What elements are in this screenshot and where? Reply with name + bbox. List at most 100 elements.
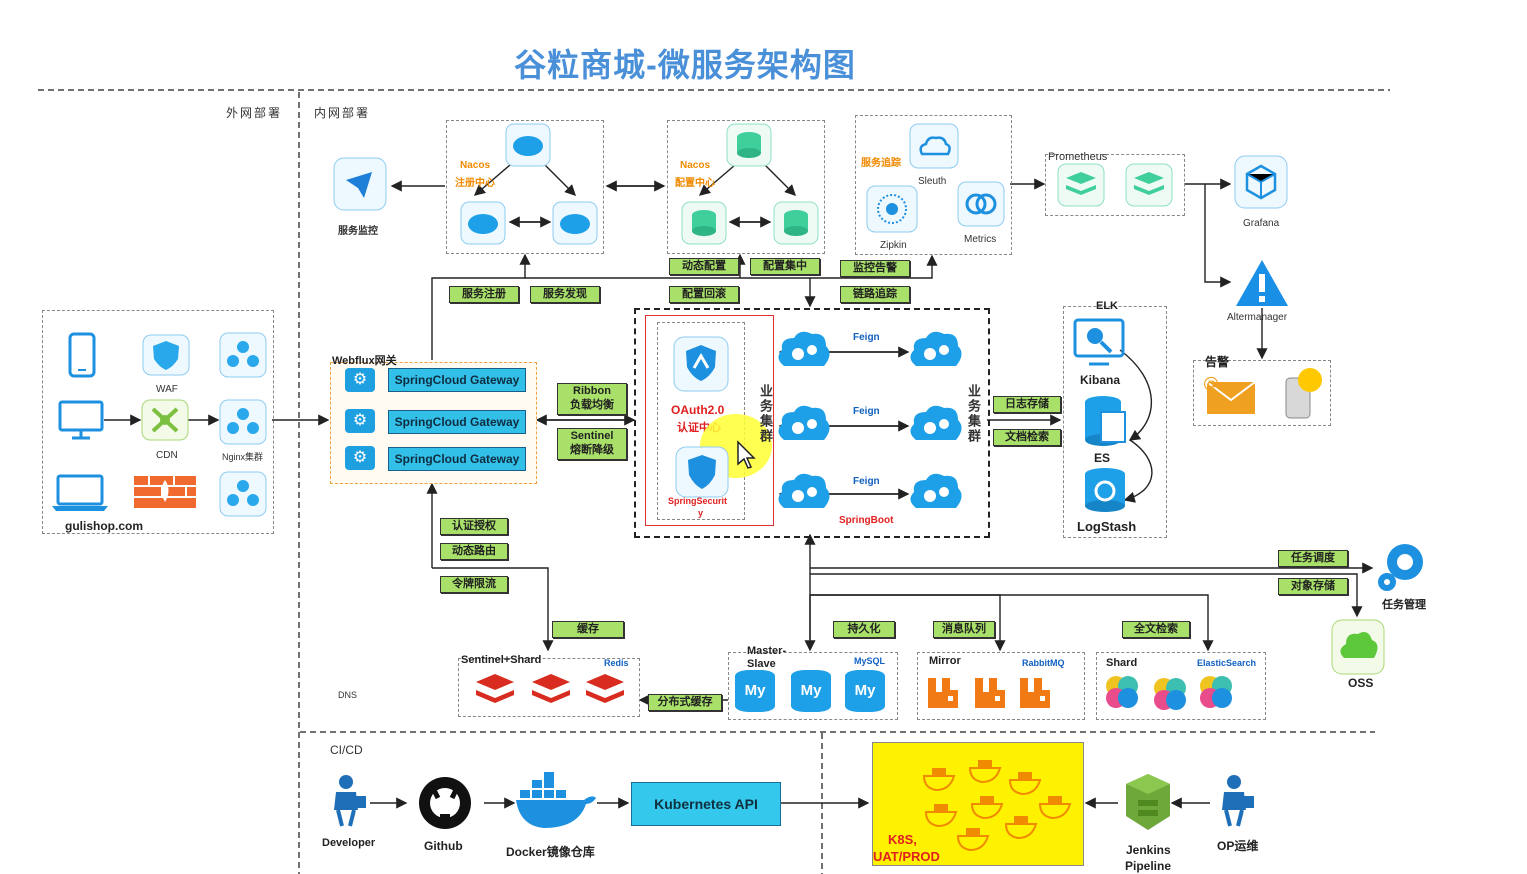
elk-label: ELK	[1096, 300, 1118, 312]
cluster-node-icon-3	[219, 471, 267, 517]
mysql-title: Master-Slave	[747, 645, 787, 670]
mysql-db-icon: My	[845, 670, 885, 712]
elk-box	[1063, 306, 1167, 538]
mobile-icon	[68, 332, 96, 378]
config-db-icon-1	[726, 123, 772, 167]
metrics-label: Metrics	[964, 234, 997, 245]
k8s-label-2: UAT/PROD	[873, 849, 940, 864]
es-label: ES	[1094, 451, 1111, 465]
spring-security-label-2: y	[698, 508, 704, 518]
feign-label: Feign	[853, 406, 880, 417]
zipkin-label: Zipkin	[880, 240, 907, 251]
nacos-registry-label-1: Nacos	[460, 160, 491, 171]
jenkins-icon	[1126, 774, 1170, 830]
rabbitmq-box	[917, 652, 1085, 720]
grafana-cube-icon	[1234, 155, 1288, 209]
prometheus-box	[1045, 154, 1185, 216]
oss-cloud-icon	[1331, 619, 1385, 675]
desktop-icon	[58, 400, 104, 440]
internal-section-label: 内网部署	[314, 106, 371, 120]
tag-config-rollback: 配置回滚	[669, 286, 739, 303]
gear-icon: ⚙	[345, 409, 375, 433]
redis-title: Sentinel+Shard	[461, 654, 542, 666]
oss-label: OSS	[1348, 676, 1374, 690]
gateway-item: SpringCloud Gateway	[388, 368, 526, 392]
service-cloud-icon-3	[778, 405, 830, 440]
elasticsearch-title: Shard	[1106, 657, 1138, 669]
gear-icon: ⚙	[345, 368, 375, 392]
tag-ribbon-line2: 负载均衡	[570, 399, 614, 411]
tag-auth: 认证授权	[440, 518, 508, 535]
prometheus-stack-icon-1	[1057, 163, 1105, 207]
spring-security-label: SpringSecurit	[668, 496, 728, 506]
mysql-db-icon: My	[791, 670, 831, 712]
tag-log-store: 日志存储	[993, 396, 1061, 413]
jenkins-label-1: Jenkins	[1126, 843, 1171, 857]
feign-label: Feign	[853, 476, 880, 487]
alarm-label: 告警	[1205, 355, 1230, 369]
redis-stack-icon-3	[586, 674, 624, 703]
rabbitmq-icon-2	[975, 678, 1005, 708]
docker-label: Docker镜像仓库	[506, 845, 595, 859]
kibana-label: Kibana	[1080, 373, 1121, 387]
nacos-config-label-2: 配置中心	[675, 178, 715, 189]
cluster-node-icon-1	[219, 332, 267, 378]
oauth-shield-icon	[673, 336, 729, 392]
metrics-icon	[957, 181, 1005, 227]
domain-label: gulishop.com	[65, 519, 143, 533]
redis-label: Redis	[604, 658, 629, 668]
gateway-title: Webflux网关	[332, 355, 397, 367]
mysql-db-icon: My	[735, 670, 775, 712]
es-database-icon	[1085, 396, 1126, 446]
tag-cache: 缓存	[552, 621, 624, 638]
service-monitor-icon	[333, 157, 387, 211]
nacos-config-box	[667, 120, 825, 254]
oauth-red-box	[645, 315, 774, 526]
task-gear-icon	[1378, 544, 1423, 591]
nacos-cloud-icon-1	[505, 123, 551, 167]
cluster-node-icon-2	[219, 399, 267, 445]
service-cloud-icon-1	[778, 331, 830, 366]
external-section-label: 外网部署	[226, 106, 283, 120]
cdn-icon	[141, 399, 189, 441]
kibana-search-icon	[1073, 318, 1125, 366]
tracing-box	[855, 115, 1012, 255]
phone-alert-icon	[1285, 368, 1322, 419]
op-engineer-icon	[1222, 775, 1254, 827]
nacos-registry-box	[446, 120, 604, 254]
elasticsearch-box	[1096, 652, 1266, 720]
spring-security-icon	[675, 446, 729, 498]
cicd-section-label: CI/CD	[330, 743, 363, 757]
sleuth-cloud-icon	[909, 123, 959, 169]
tag-dynamic-config: 动态配置	[669, 258, 739, 275]
tag-mq: 消息队列	[933, 621, 995, 638]
elasticsearch-label: ElasticSearch	[1197, 658, 1257, 668]
redis-stack-icon-2	[532, 674, 570, 703]
alertmanager-label: Altermanager	[1227, 312, 1288, 323]
redis-stack-icon-1	[476, 674, 514, 703]
springboot-label: SpringBoot	[839, 515, 894, 526]
gateway-item: SpringCloud Gateway	[388, 410, 526, 434]
gateway-item: SpringCloud Gateway	[388, 447, 526, 471]
tag-sentinel: Sentinel 熔断降级	[557, 428, 627, 460]
alarm-box	[1193, 360, 1331, 426]
tag-ribbon: Ribbon 负载均衡	[557, 383, 627, 415]
op-label: OP运维	[1217, 839, 1259, 853]
svg-text:@: @	[1203, 373, 1219, 392]
nacos-registry-label-2: 注册中心	[455, 178, 495, 189]
mysql-box	[728, 652, 898, 720]
cluster-label-left: 业务集群	[758, 384, 773, 444]
zipkin-icon	[866, 185, 918, 233]
mouse-cursor-icon	[737, 440, 756, 469]
tag-fulltext: 全文检索	[1122, 621, 1190, 638]
tag-doc-search: 文档检索	[993, 429, 1061, 446]
tag-service-discovery: 服务发现	[530, 286, 600, 303]
logstash-sync-icon	[1085, 468, 1125, 512]
gear-icon: ⚙	[345, 446, 375, 470]
service-cloud-icon-4	[910, 405, 962, 440]
service-cloud-icon-2	[910, 331, 962, 366]
tag-persist: 持久化	[833, 621, 895, 638]
tracing-label: 服务追踪	[861, 158, 901, 169]
rabbitmq-label: RabbitMQ	[1022, 658, 1065, 668]
cdn-label: CDN	[156, 450, 178, 461]
